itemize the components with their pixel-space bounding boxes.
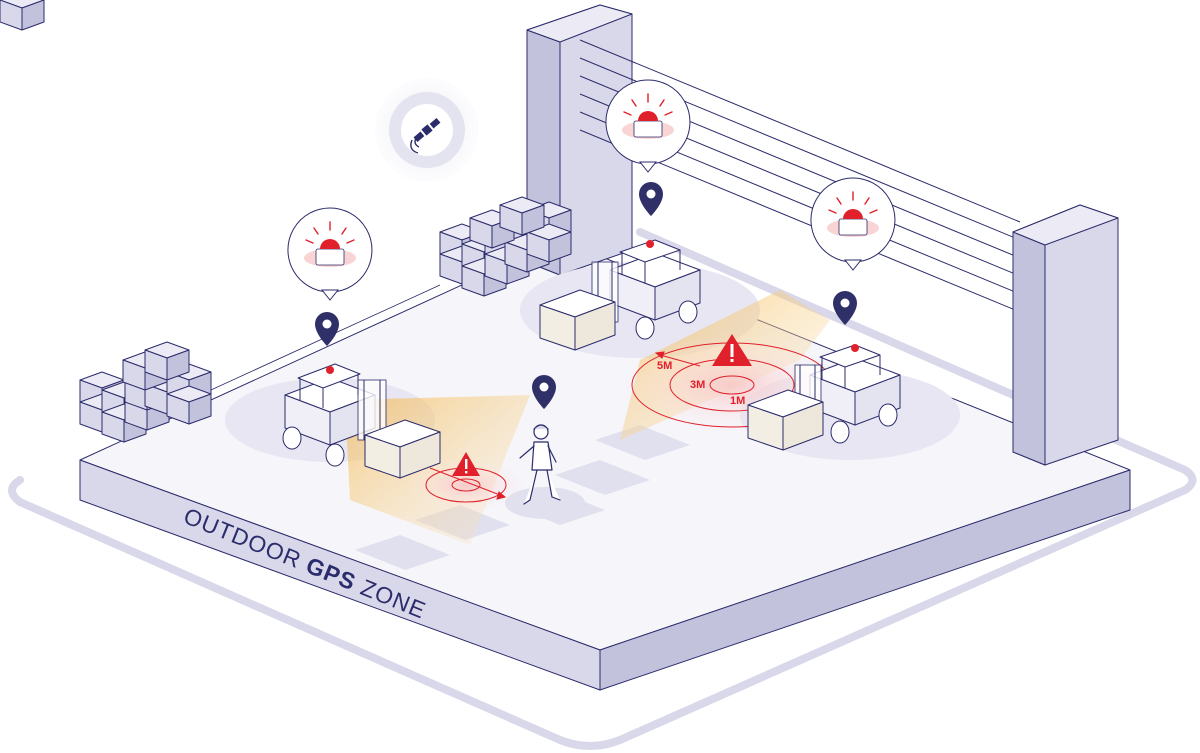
beacon-light-icon: [287, 207, 373, 301]
satellite-icon: [375, 78, 479, 182]
forklift-icon: [539, 239, 701, 351]
pedestrian-icon: [519, 424, 561, 505]
location-pin-icon: [639, 182, 663, 216]
box-stack-left: [0, 0, 212, 443]
location-pin-icon: [833, 291, 857, 325]
forklift-icon: [747, 344, 901, 451]
beacon-light-icon: [810, 177, 896, 271]
pedestrian-shadow: [505, 487, 585, 519]
warning-triangle-icon: [712, 334, 752, 366]
location-pin-icon: [532, 375, 556, 409]
zone-boundary: [8, 228, 1197, 750]
distance-label-3m: 3M: [690, 379, 705, 391]
floor-line: [199, 284, 441, 396]
distance-label-5m: 5M: [657, 360, 672, 372]
platform: [79, 239, 1131, 691]
forklift-icon: [282, 363, 441, 479]
beacon-light-icon: [605, 79, 691, 173]
location-pin-icon: [315, 312, 339, 346]
warning-triangle-icon: [452, 452, 480, 476]
alert-zone-left: [406, 459, 526, 511]
distance-label-1m: 1M: [730, 395, 745, 407]
